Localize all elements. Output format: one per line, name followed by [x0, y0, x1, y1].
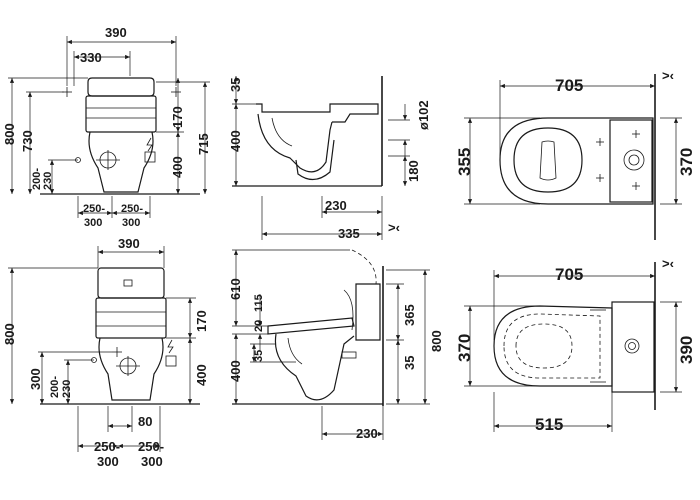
- bottom-side-outlet-height: 35: [402, 356, 417, 370]
- bottom-plan-bowl-width: 370: [455, 334, 474, 362]
- bottom-side-seat-height: 400: [228, 360, 243, 382]
- top-front-view: 390 330 800 730 200- 230 170 400 715 250…: [2, 25, 211, 229]
- top-front-width-inner: 330: [80, 50, 102, 65]
- top-side-wall-symbol: >‹: [388, 220, 400, 235]
- bottom-front-width: 390: [118, 236, 140, 251]
- top-plan-length: 705: [555, 76, 583, 95]
- top-side-top-gap: 35: [228, 78, 243, 92]
- top-front-seat-height: 400: [170, 156, 185, 178]
- bottom-side-total-height: 800: [429, 330, 444, 352]
- top-front-outlet-top: 200-: [31, 168, 43, 190]
- bottom-plan-bowl-length: 515: [535, 415, 563, 434]
- top-plan-width-right: 370: [677, 148, 696, 176]
- bottom-front-spacing: 80: [138, 414, 152, 429]
- bottom-plan-wall-symbol: >‹: [662, 256, 674, 271]
- bottom-front-left-offset-top: 250-: [94, 439, 120, 454]
- top-front-outlet-bottom: 230: [42, 172, 54, 190]
- bottom-side-outlet-depth: 230: [356, 426, 378, 441]
- bottom-front-outlet-top: 200-: [49, 376, 61, 398]
- bottom-front-right-offset-bottom: 300: [141, 454, 163, 469]
- top-side-seat-height: 400: [228, 130, 243, 152]
- top-plan-wall-symbol: >‹: [662, 68, 674, 83]
- top-front-right-offset-top: 250-: [121, 203, 143, 215]
- top-front-inlet-height: 730: [20, 130, 35, 152]
- top-side-total-depth: 335: [338, 226, 360, 241]
- top-side-outlet-depth: 230: [325, 198, 347, 213]
- bottom-front-seat-height: 400: [194, 364, 209, 386]
- top-front-left-offset-top: 250-: [83, 203, 105, 215]
- top-front-total-height: 800: [2, 123, 17, 145]
- bottom-front-total-height: 800: [2, 323, 17, 345]
- bottom-front-outlet-bottom: 230: [61, 380, 73, 398]
- top-front-tank-section: 170: [170, 106, 185, 128]
- top-side-outlet-height: 180: [406, 160, 421, 182]
- bottom-side-view: 610 115 20 400 35 365 35 800 230: [228, 249, 444, 441]
- top-front-right-offset-bottom: 300: [122, 217, 140, 229]
- bottom-side-tank-height: 365: [402, 304, 417, 326]
- bottom-side-seat-gap: 115: [253, 294, 265, 312]
- bottom-side-bottom-gap: 35: [253, 350, 265, 362]
- top-plan-width-left: 355: [455, 148, 474, 176]
- bottom-front-tank-section: 170: [194, 310, 209, 332]
- top-side-pipe-dia: ø102: [416, 100, 431, 130]
- bottom-plan-length: 705: [555, 265, 583, 284]
- top-side-view: 35 400 ø102 180 230 335 >‹: [228, 76, 431, 241]
- bottom-side-seat-thickness: 20: [253, 320, 265, 332]
- bottom-front-right-offset-top: 250-: [138, 439, 164, 454]
- bottom-plan-tank-width: 390: [677, 336, 696, 364]
- bottom-front-view: 390 800 300 200- 230 170 400 80 250- 300…: [2, 236, 209, 469]
- top-front-width-outer: 390: [105, 25, 127, 40]
- bottom-side-lid-height: 610: [228, 278, 243, 300]
- top-front-side-height: 715: [196, 133, 211, 155]
- bottom-front-left-offset-bottom: 300: [97, 454, 119, 469]
- top-front-left-offset-bottom: 300: [84, 217, 102, 229]
- bottom-plan-view: 705 >‹ 370 390 515: [455, 256, 696, 434]
- bottom-front-inlet-height: 300: [28, 368, 43, 390]
- top-plan-view: 705 >‹ 355 370: [455, 68, 696, 240]
